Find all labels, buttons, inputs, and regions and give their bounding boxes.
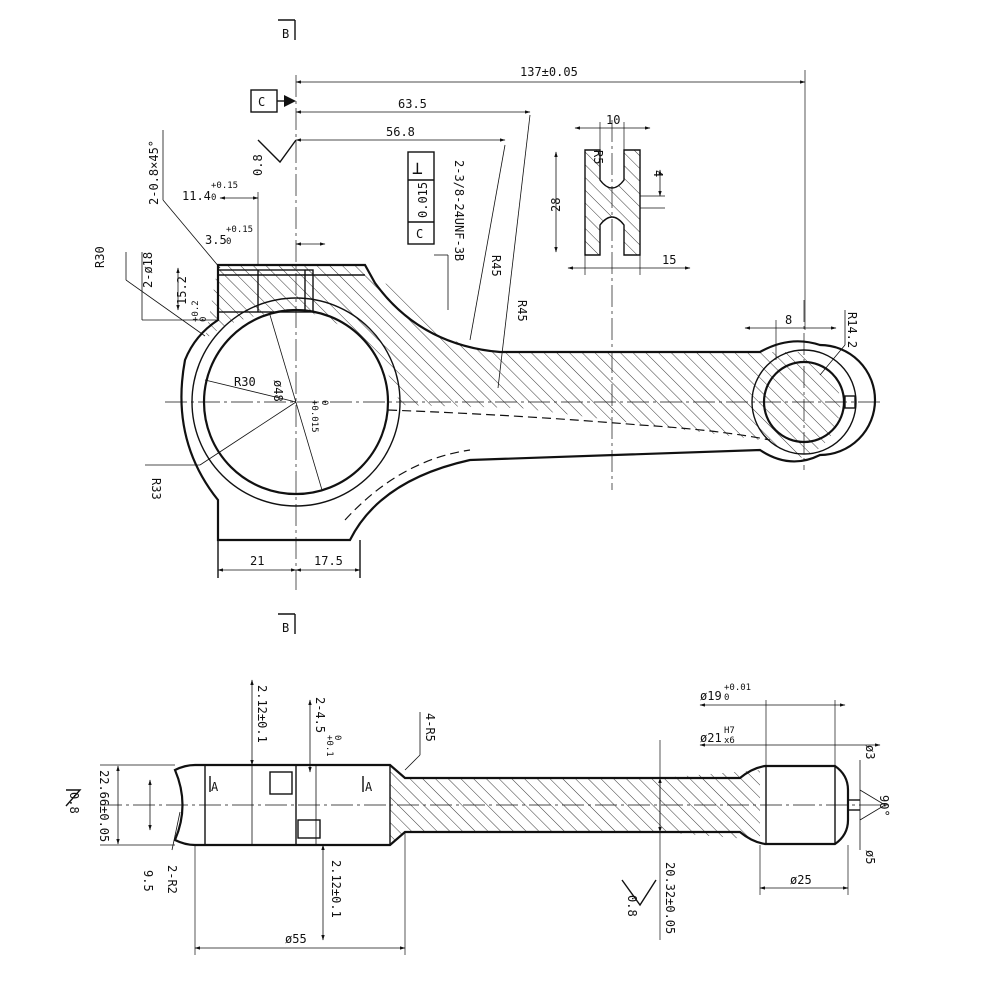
dim-22-66: 22.66±0.05 bbox=[97, 770, 111, 842]
datum-c-label: C bbox=[258, 95, 265, 109]
dim-bore-d48: ø48 bbox=[271, 380, 285, 402]
dim-2-4-5-tol-low: 0 bbox=[332, 735, 342, 740]
dim-20-32: 20.32±0.05 bbox=[663, 862, 677, 934]
dim-d19-tol-up: +0.01 bbox=[724, 683, 751, 693]
datum-c-marker: C bbox=[250, 89, 296, 113]
dim-21: 21 bbox=[250, 554, 264, 568]
dim-15-2: 15.2 bbox=[175, 276, 189, 305]
dim-63-5: 63.5 bbox=[398, 97, 427, 111]
dim-d19: ø19 bbox=[700, 689, 722, 703]
dim-2-4-5-tol-up: +0.1 bbox=[324, 735, 334, 757]
gdt-value: 0.015 bbox=[416, 182, 430, 218]
dim-2-r2: 2-R2 bbox=[165, 865, 179, 894]
dim-r45-b: R45 bbox=[515, 300, 529, 322]
rod-body-front bbox=[180, 263, 877, 578]
dim-11-4: 11.4 bbox=[182, 189, 211, 203]
dim-2-d18: 2-ø18 bbox=[141, 252, 155, 288]
dim-90: 90° bbox=[877, 795, 891, 817]
dim-d3: ø3 bbox=[863, 745, 877, 759]
label-a-right: A bbox=[365, 780, 373, 794]
section-height: 28 bbox=[549, 198, 563, 212]
dim-r30-top: R30 bbox=[93, 246, 107, 268]
dim-d25: ø25 bbox=[790, 873, 812, 887]
dim-r14-2: R14.2 bbox=[845, 312, 859, 348]
thread-spec: 2-3/8-24UNF-3B bbox=[452, 160, 466, 261]
front-view: B C 137±0.05 63.5 56.8 0.8 2-0.8×45° bbox=[93, 19, 880, 635]
dim-17-5: 17.5 bbox=[314, 554, 343, 568]
dim-4-r5: 4-R5 bbox=[423, 713, 437, 742]
side-profile bbox=[173, 763, 850, 847]
dim-3-5: 3.5 bbox=[205, 233, 227, 247]
label-a-left: A bbox=[211, 780, 219, 794]
chamfer-label: 2-0.8×45° bbox=[147, 140, 161, 205]
dim-15-2-tol-up: +0.2 bbox=[191, 300, 201, 322]
section-width: 10 bbox=[606, 113, 620, 127]
gdt-perpendicularity-frame: ⊥ 0.015 C bbox=[407, 151, 449, 310]
dim-15-2-tol-low: 0 bbox=[199, 317, 209, 322]
dim-56-8: 56.8 bbox=[386, 125, 415, 139]
dim-11-4-tol-low: 0 bbox=[211, 193, 216, 203]
datum-b-label-top: B bbox=[282, 27, 289, 41]
section-radius: R5 bbox=[591, 150, 605, 164]
gdt-datum: C bbox=[416, 227, 423, 241]
section-web: 4 bbox=[651, 170, 665, 177]
dim-3-5-tol-low: 0 bbox=[226, 237, 231, 247]
dim-bore-tol-up: +0.015 bbox=[309, 400, 319, 433]
dim-d21-fit-up: H7 bbox=[724, 726, 735, 736]
dim-d55: ø55 bbox=[285, 932, 307, 946]
dim-r45-a: R45 bbox=[489, 255, 503, 277]
dim-r33: R33 bbox=[149, 478, 163, 500]
dim-8: 8 bbox=[785, 313, 792, 327]
dim-2-4-5: 2-4.5 bbox=[313, 697, 327, 733]
dim-d21-fit-low: x6 bbox=[724, 736, 735, 746]
section-depth: 15 bbox=[662, 253, 676, 267]
dim-d21: ø21 bbox=[700, 731, 722, 745]
roughness-symbol-top: 0.8 bbox=[251, 139, 297, 176]
dim-3-5-tol-up: +0.15 bbox=[226, 225, 253, 235]
dim-r30-bore: R30 bbox=[234, 375, 256, 389]
datum-b-marker-top: B bbox=[278, 19, 296, 41]
dim-2-12-bottom: 2.12±0.1 bbox=[329, 860, 343, 918]
roughness-left: 0.8 bbox=[67, 792, 81, 814]
dim-11-4-tol-up: +0.15 bbox=[211, 181, 238, 191]
side-view: A A 22.66±0.05 0.8 9.5 2-R2 2.12±0.1 2-4… bbox=[65, 679, 891, 955]
dim-d19-tol-low: 0 bbox=[724, 693, 729, 703]
dim-2-12-top: 2.12±0.1 bbox=[255, 685, 269, 743]
dim-bore-tol-low: 0 bbox=[319, 400, 329, 405]
roughness-top-value: 0.8 bbox=[251, 154, 265, 176]
overall-length-dimension: 137±0.05 bbox=[520, 65, 578, 79]
dim-9-5: 9.5 bbox=[141, 870, 155, 892]
dim-d5: ø5 bbox=[863, 850, 877, 864]
gdt-symbol: ⊥ bbox=[412, 158, 423, 179]
datum-b-marker-bottom: B bbox=[278, 613, 296, 635]
beam-cross-section: 10 R5 28 4 15 bbox=[549, 113, 691, 275]
roughness-mid: 0.8 bbox=[625, 895, 639, 917]
datum-b-label-bottom: B bbox=[282, 621, 289, 635]
